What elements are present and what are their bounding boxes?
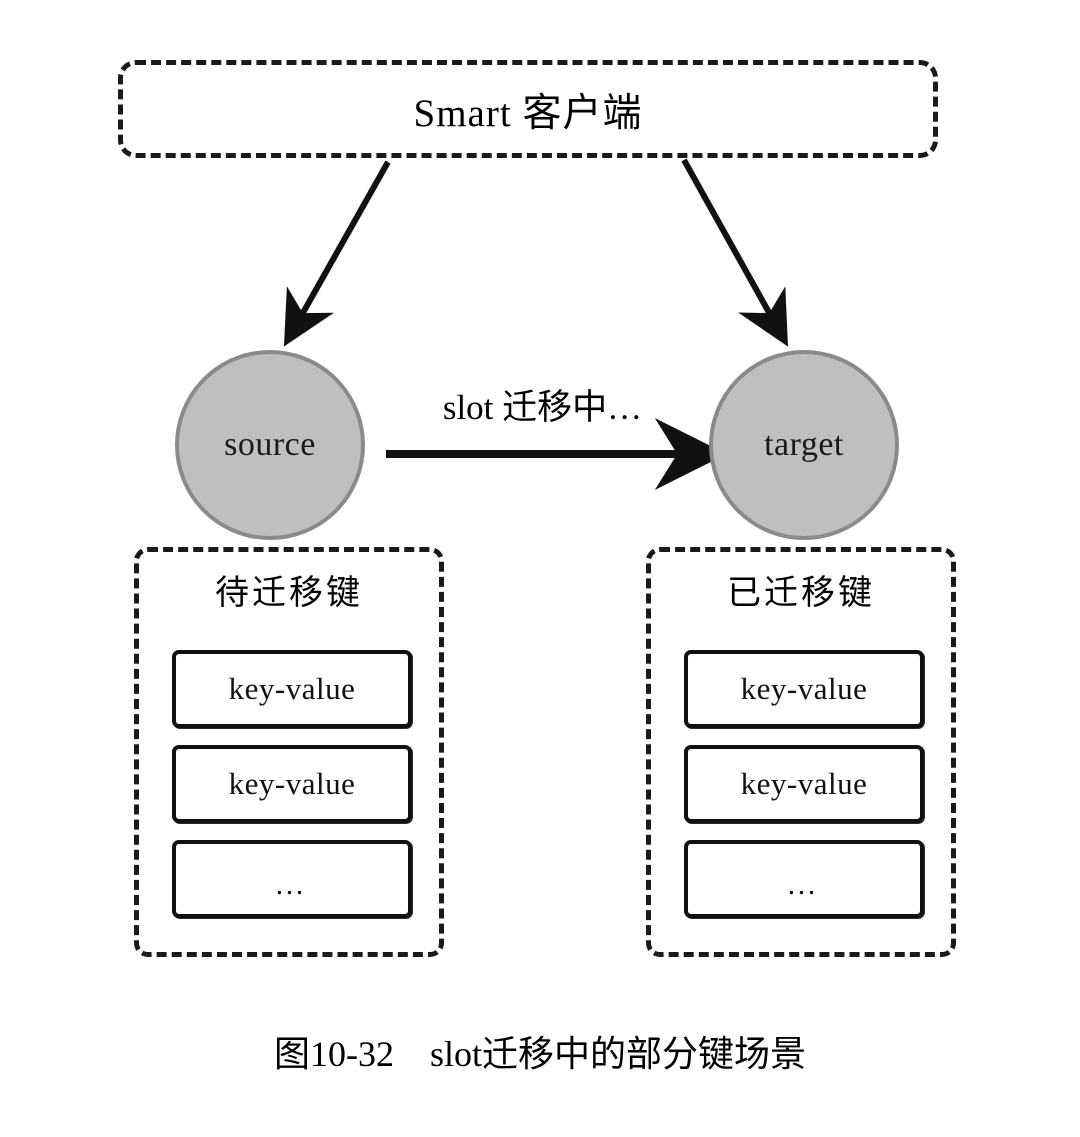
pending-keys-list: key-value key-value …: [172, 650, 412, 918]
list-item: key-value: [172, 650, 412, 728]
list-item: key-value: [684, 745, 924, 823]
migration-arrow-label: slot 迁移中…: [442, 388, 643, 427]
kv-label: key-value: [228, 766, 356, 801]
list-item: …: [684, 840, 924, 918]
smart-client-box: Smart 客户端: [118, 60, 938, 158]
node-target-label: target: [764, 426, 844, 463]
kv-label: key-value: [740, 766, 868, 801]
list-item: key-value: [172, 745, 412, 823]
arrow-client-to-source: [283, 160, 391, 347]
arrow-client-to-target: [681, 158, 789, 347]
pending-keys-box: 待迁移键 key-value key-value …: [134, 547, 444, 957]
migrated-keys-title: 已迁移键: [727, 575, 875, 612]
kv-label: key-value: [740, 671, 868, 706]
migrated-keys-box: 已迁移键 key-value key-value …: [646, 547, 956, 957]
kv-label: …: [274, 868, 310, 901]
list-item: key-value: [684, 650, 924, 728]
node-target: target: [709, 350, 899, 540]
kv-label: key-value: [228, 671, 356, 706]
kv-label: …: [786, 868, 822, 901]
list-item: …: [172, 840, 412, 918]
figure-caption: 图10-32 slot迁移中的部分键场景: [273, 1034, 806, 1074]
migrated-keys-list: key-value key-value …: [684, 650, 924, 918]
node-source-label: source: [224, 426, 316, 463]
pending-keys-title: 待迁移键: [215, 575, 363, 612]
smart-client-label: Smart 客户端: [413, 92, 643, 135]
node-source: source: [175, 350, 365, 540]
